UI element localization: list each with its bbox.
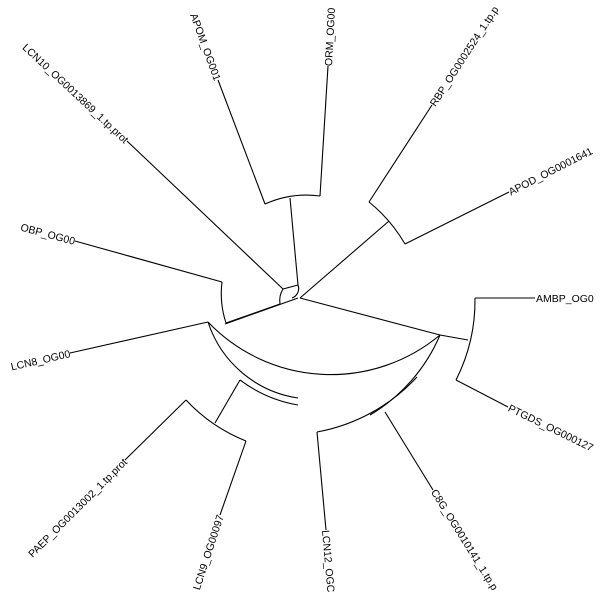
tree-branches bbox=[69, 65, 535, 531]
tip-label-paep: PAEP_OG0013002_1.tp.prot bbox=[26, 456, 130, 560]
branch-ambp-ptgds bbox=[439, 334, 469, 341]
arc-apom-orm-small bbox=[291, 284, 300, 299]
tip-label-apom: APOM_OG001 bbox=[187, 12, 222, 83]
tip-label-rbp: RBP_OG0002524_1.tp.p bbox=[428, 4, 502, 109]
arc-lcn9-paep bbox=[239, 379, 299, 406]
tip-label-lcn12: LCN12_OGC bbox=[319, 530, 336, 594]
arc-obp bbox=[220, 281, 227, 324]
branch-obp bbox=[74, 240, 223, 283]
branch-lcn9 bbox=[219, 440, 247, 516]
branch-lcn9-paep-stem bbox=[214, 379, 241, 424]
branch-ptgds bbox=[455, 379, 509, 408]
tip-label-apod: APOD_OG0001641 bbox=[507, 145, 595, 198]
tip-label-orm: ORM_OG00 bbox=[323, 7, 338, 66]
branch-paep bbox=[124, 399, 187, 461]
arc-lcn9-paep-outer bbox=[185, 399, 247, 442]
arc-ambp-ptgds bbox=[455, 297, 476, 381]
branch-lcn8 bbox=[69, 321, 209, 354]
branch-apom bbox=[217, 79, 266, 205]
arc-c8g-lcn12 bbox=[316, 376, 418, 433]
tip-label-lcn9: LCN9_OG00097 bbox=[191, 513, 227, 591]
arc-lower-clade bbox=[207, 321, 441, 376]
tip-label-ptgds: PTGDS_OG000127 bbox=[506, 403, 595, 455]
arc-upper-small bbox=[279, 288, 284, 305]
tip-label-lcn8: LCN8_OG00 bbox=[10, 348, 72, 373]
branch-orm bbox=[319, 65, 329, 197]
branch-c8g bbox=[384, 411, 434, 491]
branch-lcn10 bbox=[126, 140, 284, 290]
arc-lcn8-inner bbox=[207, 321, 299, 399]
arc-rbp-apod bbox=[368, 201, 406, 245]
branch-apom-orm-stem bbox=[282, 284, 299, 290]
branch-rbp bbox=[368, 104, 433, 203]
branch-apod bbox=[404, 191, 510, 245]
tip-label-ambp: AMBP_OG0 bbox=[536, 293, 594, 305]
branch-apom-orm bbox=[289, 197, 299, 286]
arc-apom-orm bbox=[264, 194, 321, 205]
branch-root-lower bbox=[299, 297, 441, 336]
tip-label-c8g: C8G_OG0010141_1.tp.p bbox=[428, 487, 500, 593]
tip-label-obp: OBP_OG00 bbox=[19, 222, 76, 248]
arc-inner-lower bbox=[369, 334, 441, 416]
branch-obp-stem bbox=[225, 303, 281, 324]
tip-label-lcn10: LCN10_OG0013869_1.tp.prot bbox=[20, 42, 131, 146]
branch-lcn12 bbox=[316, 431, 327, 531]
branch-rbp-apod-stem bbox=[299, 220, 390, 299]
